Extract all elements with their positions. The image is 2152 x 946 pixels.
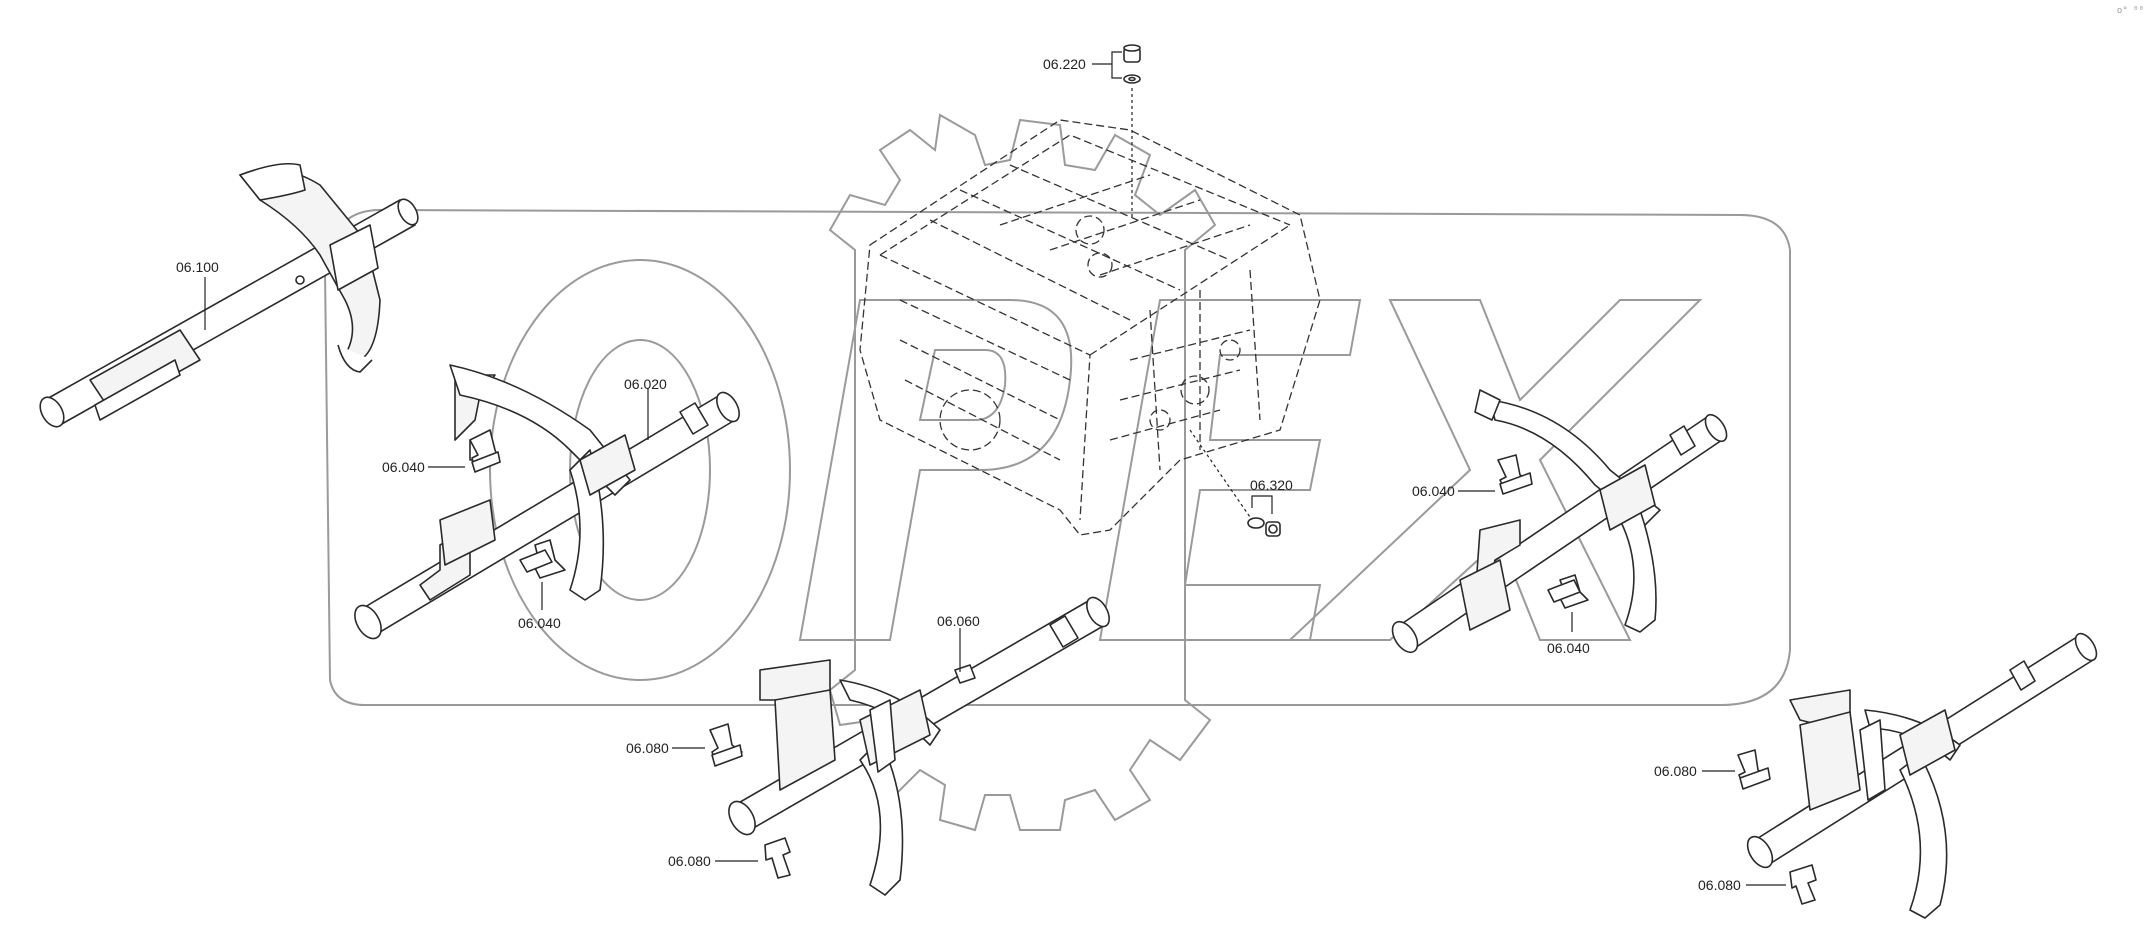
- label-06060: 06.060: [937, 613, 980, 629]
- part-06080-pin-c: [1737, 749, 1771, 790]
- part-06080-pin-b: [764, 837, 791, 879]
- watermark-letter-p: [798, 299, 1073, 641]
- part-06100-shift-rail: [39, 162, 419, 428]
- watermark-letter-e: [1098, 299, 1362, 641]
- part-06040-pin-a: [469, 429, 501, 473]
- label-06020: 06.020: [624, 376, 667, 392]
- part-right-bottom-shift-rail: [1746, 632, 2098, 919]
- part-06020-shift-rail: [354, 364, 740, 640]
- part-06220: [1092, 44, 1141, 220]
- label-06040-a: 06.040: [382, 459, 425, 475]
- corner-mark: o° ⁰⁰: [2116, 6, 2144, 16]
- part-right-mid-shift-rail: [1391, 389, 1728, 654]
- label-06040-c: 06.040: [1412, 483, 1455, 499]
- part-06060-shift-rail: [728, 596, 1110, 896]
- watermark-logo: [323, 113, 1791, 832]
- part-06040-pin-b: [519, 539, 566, 579]
- watermark-letter-o: [489, 259, 791, 681]
- label-06040-d: 06.040: [1547, 640, 1590, 656]
- label-06080-d: 06.080: [1698, 877, 1741, 893]
- part-06080-pin-d: [1789, 864, 1817, 905]
- label-06320: 06.320: [1250, 477, 1293, 493]
- label-06080-c: 06.080: [1654, 763, 1697, 779]
- part-06040-pin-c: [1497, 454, 1533, 495]
- label-06220: 06.220: [1043, 56, 1086, 72]
- label-06100: 06.100: [176, 259, 219, 275]
- label-06080-a: 06.080: [626, 740, 669, 756]
- watermark-gear: [828, 113, 1217, 832]
- part-06080-pin-a: [709, 723, 743, 767]
- part-06320: [1189, 429, 1281, 537]
- gearbox-housing: [859, 119, 1321, 536]
- label-06080-b: 06.080: [668, 853, 711, 869]
- label-06040-b: 06.040: [518, 615, 561, 631]
- part-06040-pin-d: [1547, 574, 1589, 609]
